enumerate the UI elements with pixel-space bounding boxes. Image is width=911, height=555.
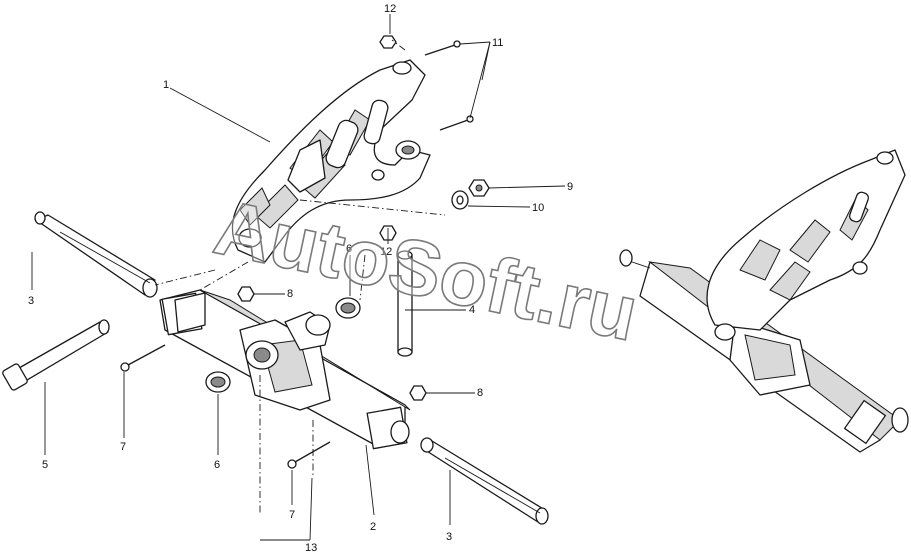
callout-12-mid: 12 bbox=[380, 246, 392, 258]
part-6-bushing-right bbox=[335, 297, 361, 319]
callout-labels: 1 2 3 3 4 5 6 6 7 7 8 8 8 9 10 11 12 12 … bbox=[28, 3, 573, 554]
leader-lines bbox=[31, 14, 566, 541]
callout-1: 1 bbox=[163, 79, 169, 91]
callout-8-a: 8 bbox=[287, 288, 293, 300]
part-8-nut-b bbox=[409, 385, 427, 401]
part-7-bolt-upper bbox=[120, 344, 166, 372]
callout-12-top: 12 bbox=[384, 3, 396, 15]
part-10-washer bbox=[451, 190, 469, 210]
part-11-bolt-b bbox=[439, 115, 474, 131]
part-3-pin-upper bbox=[34, 211, 158, 298]
callout-10: 10 bbox=[532, 202, 544, 214]
part-1-bogie-frame bbox=[231, 59, 431, 263]
part-8-nut-a bbox=[237, 286, 255, 302]
callout-6-upper: 6 bbox=[346, 243, 352, 255]
callout-11: 11 bbox=[492, 37, 503, 49]
callout-8-b: 8 bbox=[477, 387, 483, 399]
callout-4: 4 bbox=[469, 304, 475, 316]
part-12-nut-top bbox=[379, 35, 397, 49]
part-5-pin bbox=[2, 319, 110, 391]
callout-3-lower: 3 bbox=[446, 531, 452, 543]
callout-7-lower: 7 bbox=[289, 509, 295, 521]
assembled-view bbox=[619, 149, 909, 453]
callout-2: 2 bbox=[370, 521, 376, 533]
callout-6-lower: 6 bbox=[214, 459, 220, 471]
callout-3-upper: 3 bbox=[28, 295, 34, 307]
part-2-axle-housing bbox=[159, 289, 411, 450]
callout-5: 5 bbox=[42, 459, 48, 471]
part-3-pin-lower bbox=[420, 437, 549, 525]
part-7-bolt-lower bbox=[287, 441, 331, 469]
part-6-bushing-left bbox=[205, 371, 231, 393]
callout-13: 13 bbox=[305, 542, 317, 554]
part-9-nut bbox=[468, 179, 490, 197]
callout-7-upper: 7 bbox=[120, 441, 126, 453]
callout-9: 9 bbox=[567, 181, 573, 193]
part-11-bolt-a bbox=[424, 40, 461, 56]
part-4-shaft bbox=[397, 250, 413, 357]
